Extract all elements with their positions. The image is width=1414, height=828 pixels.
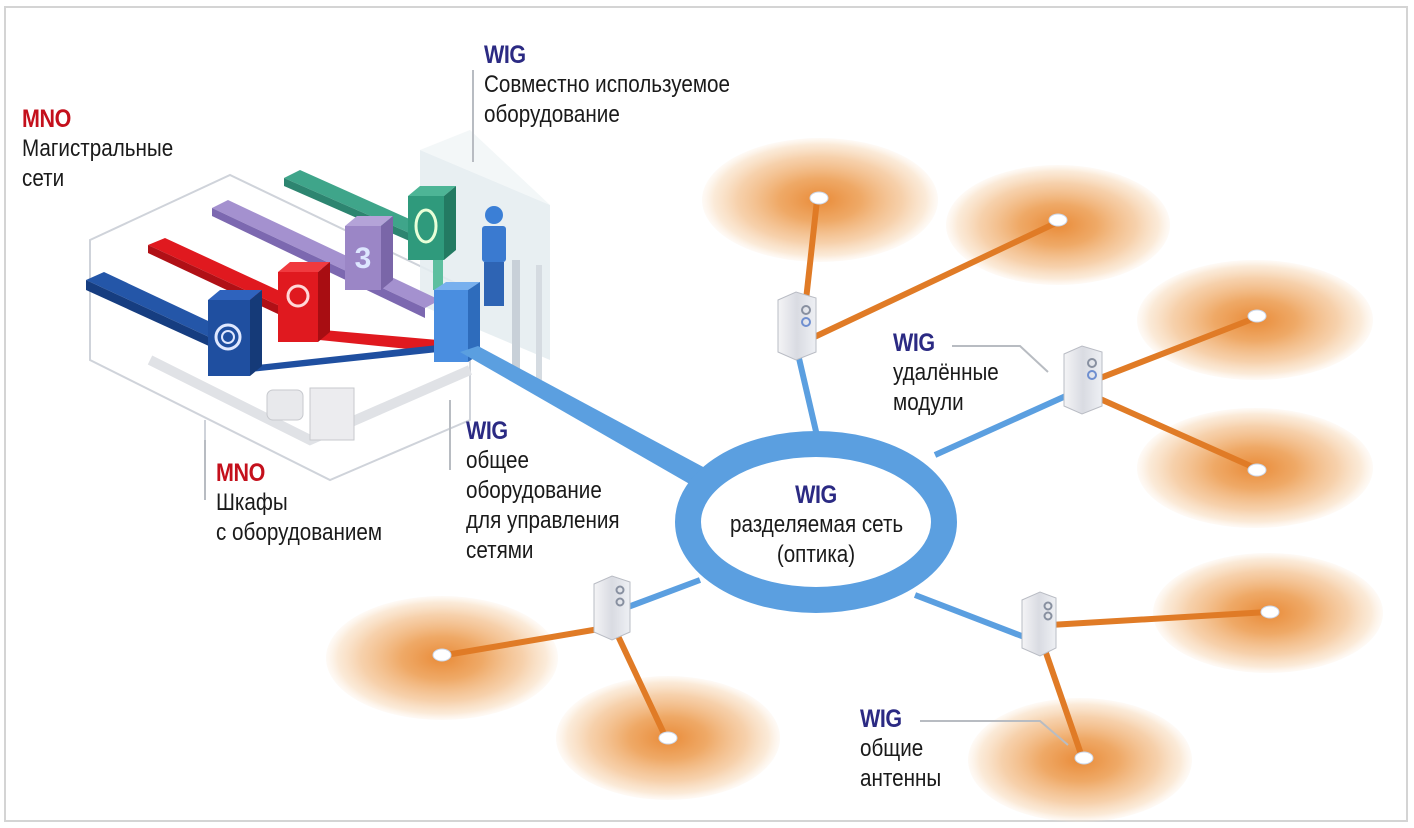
remote-module [593,575,631,641]
antenna-icon [1247,309,1267,323]
antenna-links [437,197,1271,760]
o2-logo-icon [214,323,242,351]
label-line: Магистральные [22,135,174,162]
label-mno-backbone: MNO Магистральные сети [22,104,173,194]
wig-tag: WIG [466,417,508,445]
floor-servers [266,387,355,441]
operator-logo-icon [414,208,438,244]
antenna-icon [1048,213,1068,227]
three-logo-icon: 3 [355,242,372,275]
label-wig-shared-antennas: WIG общие антенны [860,704,941,794]
antenna-icon [432,648,452,662]
leader-lines [204,70,1069,746]
label-wig-shared-network: WIG разделяемая сеть (оптика) [730,480,904,570]
label-line: модули [893,389,964,416]
antennas [432,191,1280,765]
wig-tag: WIG [484,41,526,69]
label-wig-remote-modules: WIG удалённые модули [893,328,999,418]
label-line: общее [466,447,530,474]
antenna-icon [658,731,678,745]
antenna-icon [1247,463,1267,477]
label-wig-shared-equipment: WIG Совместно используемое оборудование [484,40,730,130]
vodafone-logo-icon [286,284,310,308]
antenna-icon [809,191,829,205]
person-icon [482,206,506,306]
label-line: оборудование [466,477,602,504]
cabinet-green-operator [408,186,456,260]
fiber-trunk [460,346,720,490]
label-line: удалённые [893,359,999,386]
antenna-icon [1260,605,1280,619]
label-wig-management: WIG общее оборудование для управления се… [466,416,620,566]
remote-module [777,291,817,361]
cabinet-three: 3 [345,216,393,290]
wig-tag: WIG [893,329,935,357]
label-line: сети [22,165,65,192]
label-line: общие [860,735,924,762]
cabinet-o2 [208,290,262,376]
cabinet-vodafone [278,262,330,342]
remote-module [1021,591,1057,657]
label-line: с оборудованием [216,519,383,546]
wig-tag: WIG [795,481,837,509]
label-line: сетями [466,537,534,564]
label-line: Совместно используемое [484,71,730,98]
wig-hub-cabinet [434,282,480,362]
antenna-icon [1074,751,1094,765]
label-mno-cabinets: MNO Шкафы с оборудованием [216,458,382,548]
remote-module [1063,345,1103,415]
mno-tag: MNO [22,105,71,133]
label-line: (оптика) [776,541,856,568]
wig-tag: WIG [860,705,902,733]
label-line: для управления [466,507,620,534]
backbone-blue [86,272,438,374]
label-line: разделяемая сеть [730,511,904,538]
label-line: Шкафы [216,489,288,516]
label-line: антенны [860,765,942,792]
mno-tag: MNO [216,459,265,487]
shared-fiber-ring [675,431,957,613]
fiber-spokes [618,353,1070,643]
label-line: оборудование [484,101,620,128]
